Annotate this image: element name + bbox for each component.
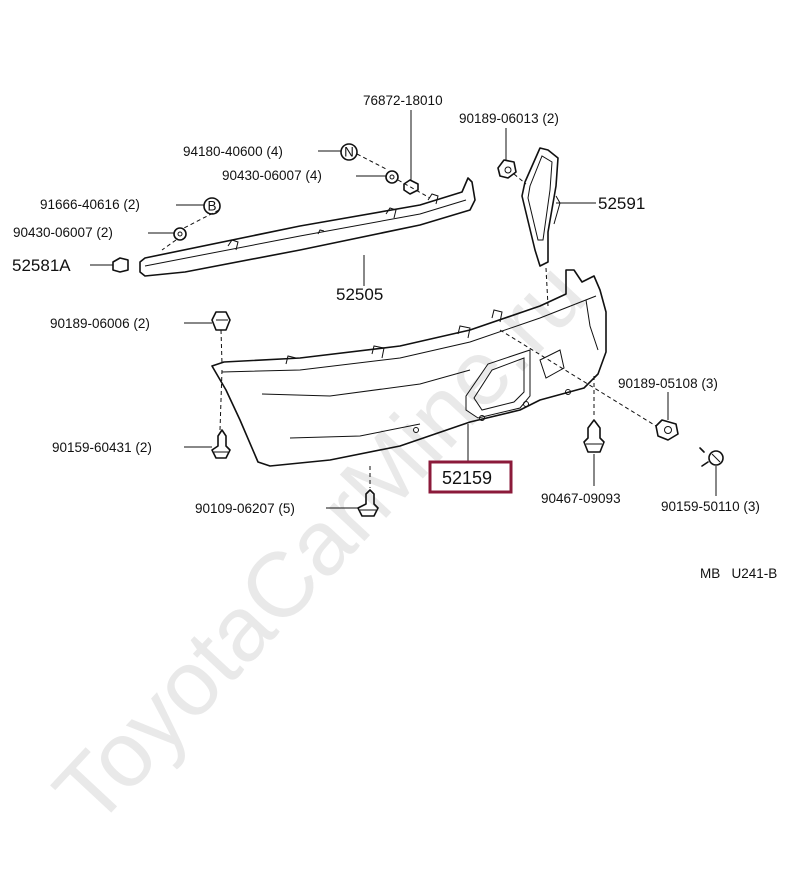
- svg-text:N: N: [344, 145, 354, 160]
- label-90159-60431: 90159-60431 (2): [52, 440, 152, 455]
- washer-90430-06007-b: [173, 227, 187, 241]
- leader-lines: [148, 110, 717, 509]
- label-52159: 52159: [442, 468, 492, 488]
- label-52505: 52505: [336, 285, 383, 304]
- bracket-52591: [521, 147, 596, 267]
- marker-n: N: [340, 143, 358, 161]
- molding-52505: [139, 177, 476, 277]
- label-90430-06007-a: 90430-06007 (4): [222, 168, 322, 183]
- label-90189-06006: 90189-06006 (2): [50, 316, 150, 331]
- label-91666-40616: 91666-40616 (2): [40, 197, 140, 212]
- highlight-box-52159: [428, 460, 513, 494]
- bolt-90109-06207: [357, 489, 379, 517]
- clip-90189-06006: [211, 311, 231, 331]
- label-90159-50110: 90159-50110 (3): [661, 499, 760, 514]
- label-76872-18010: 76872-18010: [363, 93, 443, 108]
- clip-90189-06013: [497, 159, 517, 179]
- label-52591: 52591: [598, 194, 645, 213]
- label-94180-40600: 94180-40600 (4): [183, 144, 283, 159]
- svg-text:B: B: [207, 199, 216, 214]
- assembly-lines: [161, 153, 657, 488]
- label-90189-05108: 90189-05108 (3): [618, 376, 718, 391]
- clip-90189-05108: [655, 419, 679, 441]
- diagram-code: MB U241-B: [700, 566, 777, 581]
- label-90430-06007-b: 90430-06007 (2): [13, 225, 113, 240]
- screw-90159-60431: [211, 429, 231, 459]
- clip-76872-18010: [403, 179, 419, 195]
- watermark: ToyotaCarMine.ru: [35, 243, 605, 844]
- label-52581a: 52581A: [12, 256, 71, 275]
- clip-90467-09093: [583, 419, 605, 453]
- label-90189-06013: 90189-06013 (2): [459, 111, 559, 126]
- marker-b: B: [203, 197, 221, 215]
- bumper-cover-52159: [211, 269, 607, 467]
- screw-90159-50110: [699, 447, 724, 467]
- washer-90430-06007-a: [385, 170, 399, 184]
- label-90109-06207: 90109-06207 (5): [195, 501, 295, 516]
- clip-52581a: [90, 257, 129, 273]
- label-90467-09093: 90467-09093: [541, 491, 621, 506]
